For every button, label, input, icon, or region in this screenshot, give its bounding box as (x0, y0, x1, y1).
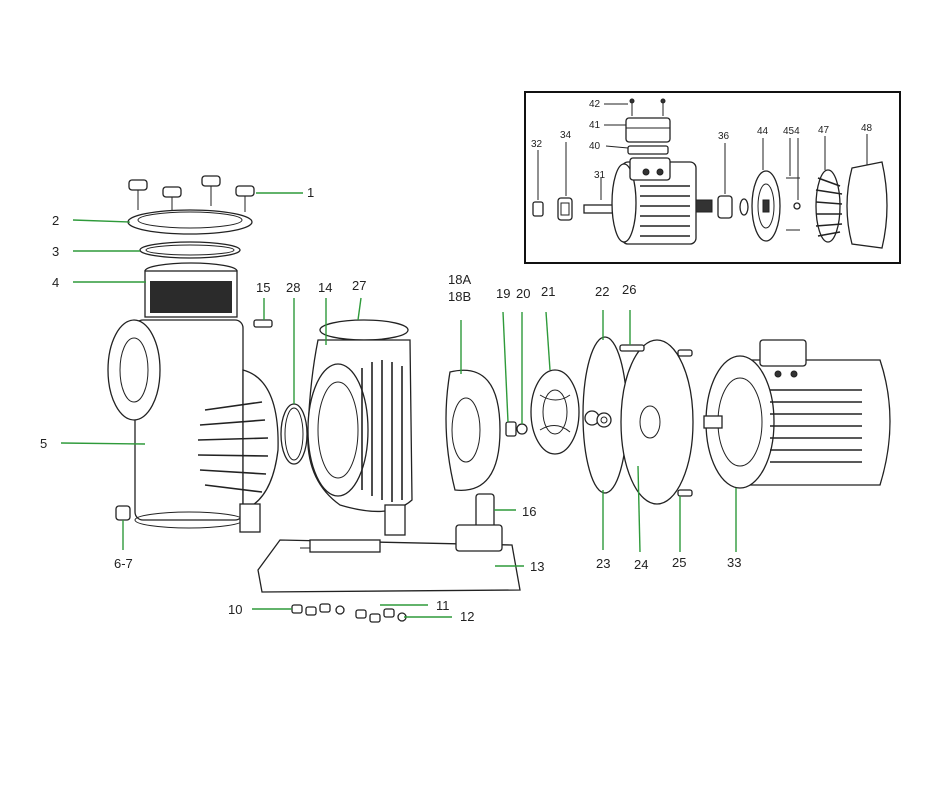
inset-leaders (537, 103, 868, 200)
callout-23: 23 (596, 556, 610, 571)
callout-11: 11 (436, 598, 450, 613)
part-2-lid (127, 209, 253, 235)
callout-19: 19 (496, 286, 510, 301)
part-41-terminal-box (625, 117, 671, 143)
part-32 (532, 201, 544, 217)
callout-40: 40 (589, 141, 601, 152)
callout-15: 15 (256, 280, 270, 295)
motor-detail-inset: 42 41 40 31 32 34 36 44 454 47 48 (524, 91, 901, 264)
part-48-fan-cover (846, 161, 888, 249)
callout-26: 26 (622, 282, 636, 297)
callout-21: 21 (541, 284, 555, 299)
callout-25: 25 (672, 555, 686, 570)
part-1-knobs (128, 175, 255, 212)
part-47-fan (815, 169, 843, 243)
part-15-bolt (253, 319, 273, 328)
part-19-20-impeller-nut (505, 421, 528, 437)
part-36 (717, 195, 749, 219)
inset-motor-body (611, 157, 713, 245)
part-3-oring (139, 241, 241, 259)
callout-22: 22 (595, 284, 609, 299)
callout-13: 13 (530, 559, 544, 574)
callout-20: 20 (516, 286, 530, 301)
callout-33: 33 (727, 555, 741, 570)
callout-4: 4 (52, 275, 59, 290)
part-4-basket (144, 262, 238, 318)
part-28-oring (280, 403, 308, 465)
callout-44: 44 (757, 126, 769, 137)
callout-32: 32 (531, 139, 543, 150)
callout-48: 48 (861, 123, 873, 134)
part-454-bolts (786, 177, 801, 231)
callout-leaders (60, 192, 737, 618)
callout-18a: 18A (448, 272, 471, 287)
callout-12: 12 (460, 609, 474, 624)
callout-28: 28 (286, 280, 300, 295)
part-10-11-12-fasteners (291, 603, 407, 623)
callout-1: 1 (307, 185, 314, 200)
callout-36: 36 (718, 131, 730, 142)
part-5-strainer-housing (107, 319, 279, 533)
callout-47: 47 (818, 125, 830, 136)
part-24-seal-plate (619, 339, 694, 505)
part-13-base (257, 524, 521, 593)
callout-2: 2 (52, 213, 59, 228)
callout-34: 34 (560, 130, 572, 141)
part-21-impeller (530, 369, 580, 455)
callout-14: 14 (318, 280, 332, 295)
callout-27: 27 (352, 278, 366, 293)
part-33-motor (703, 339, 891, 489)
callout-31: 31 (594, 170, 606, 181)
callout-3: 3 (52, 244, 59, 259)
callout-10: 10 (228, 602, 242, 617)
callout-18b: 18B (448, 289, 471, 304)
part-22-23-seal-ring (582, 336, 628, 494)
callout-16: 16 (522, 504, 536, 519)
callout-41: 41 (589, 120, 601, 131)
callout-24: 24 (634, 557, 648, 572)
part-18-diffuser (445, 369, 501, 491)
part-14-27-volute-casing (307, 319, 413, 536)
callout-454: 454 (783, 126, 800, 137)
callout-42: 42 (589, 99, 601, 110)
part-40-gasket (627, 145, 669, 155)
part-42-screws (629, 98, 666, 116)
callout-5: 5 (40, 436, 47, 451)
part-34 (557, 197, 573, 221)
callout-6-7: 6-7 (114, 556, 133, 571)
part-16-support (475, 493, 495, 529)
part-6-7-drain-plug (115, 505, 131, 521)
part-44-end-shield (751, 170, 781, 242)
